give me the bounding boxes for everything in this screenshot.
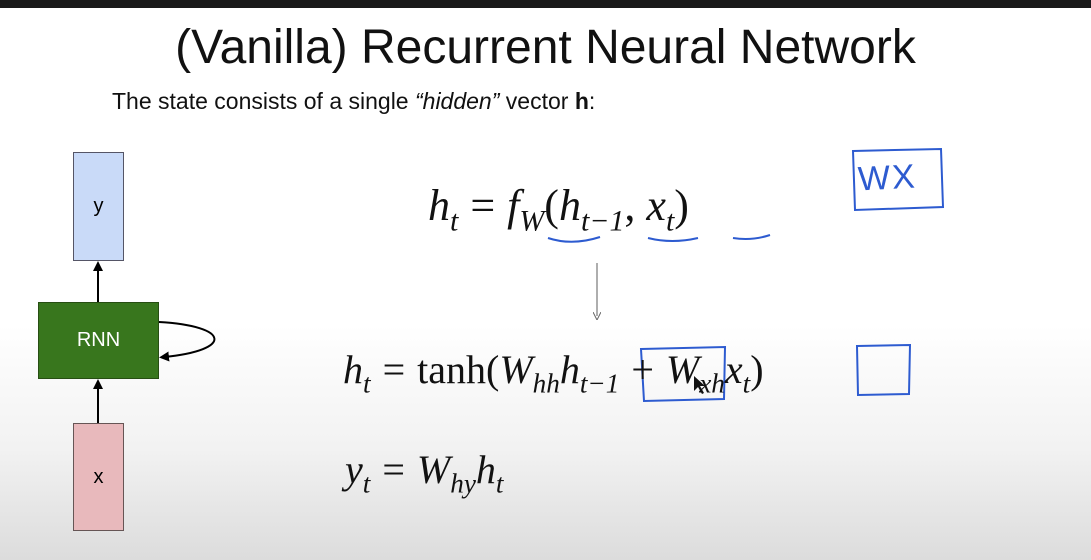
eq3-equals: = [382,447,405,492]
wx-handwritten-label: WX [857,157,918,199]
subtitle-prefix: The state consists of a single [112,88,415,114]
eq1-arg-x: x [646,181,666,230]
input-box-x: x [73,423,124,531]
eq1-arg-h-sub: t−1 [580,204,625,238]
box-ht-1 [639,345,727,403]
eq2-lhs: h [343,347,363,392]
eq2-tanh: tanh [417,347,486,392]
output-label: y [93,195,104,217]
input-label: x [93,465,104,488]
subtitle-middle: vector [499,88,575,114]
eq1-f-sub: W [519,204,545,238]
underline-ht-1 [647,237,699,242]
recurrence-loop-arrow [158,321,216,362]
rnn-cell-label: RNN [76,329,121,351]
equation-recurrence-general: ht=fW(ht−1, xt) [428,180,689,236]
eq2-x: x [724,347,743,392]
subtitle-bold-h: h [574,88,589,114]
eq1-open-paren: ( [544,181,559,230]
underline-xt [732,234,771,240]
eq3-lhs: y [345,447,363,492]
eq2-w-hh-sub: hh [532,368,560,399]
top-bar [0,0,1091,8]
eq2-w-xh-sub: xh [699,368,725,399]
eq3-h: h [475,447,496,492]
eq1-lhs: h [428,181,450,230]
eq1-comma: , [624,181,636,230]
subtitle-suffix: : [588,88,596,114]
eq2-w-xh: W [665,347,700,392]
rnn-cell-box: RNN [38,302,159,379]
eq2-equals: = [382,347,406,392]
slide-subtitle: The state consists of a single “hidden” … [112,88,595,115]
box-xt [855,343,912,397]
eq3-h-sub: t [495,468,504,499]
underline-fw [547,236,601,243]
eq3-w-hy: W [416,447,451,492]
eq2-x-sub: t [742,368,751,399]
eq3-w-hy-sub: hy [450,468,476,499]
eq1-lhs-sub: t [450,204,459,238]
slide-title: (Vanilla) Recurrent Neural Network [175,21,916,74]
eq2-close-paren: ) [750,347,764,392]
eq2-lhs-sub: t [363,368,371,399]
equation-output: yt=Whyht [345,446,503,497]
eq1-arg-h: h [558,181,581,230]
eq2-open-paren: ( [486,347,500,392]
eq2-plus: + [631,347,654,392]
equation-hidden-update: ht=tanh(Whhht−1+Wxhxt) [343,346,764,397]
eq2-h-prev-sub: t−1 [579,368,620,399]
eq1-equals: = [470,181,496,230]
eq1-arg-x-sub: t [665,204,675,238]
eq2-w-hh: W [499,347,533,392]
cursor-icon [694,376,705,394]
eq1-close-paren: ) [674,181,689,230]
subtitle-emphasis: “hidden” [415,88,500,114]
eq1-f: f [507,181,520,230]
output-box-y: y [73,152,124,261]
wx-handwritten-box [851,147,945,212]
eq3-lhs-sub: t [362,468,371,499]
eq2-h-prev: h [559,347,580,392]
